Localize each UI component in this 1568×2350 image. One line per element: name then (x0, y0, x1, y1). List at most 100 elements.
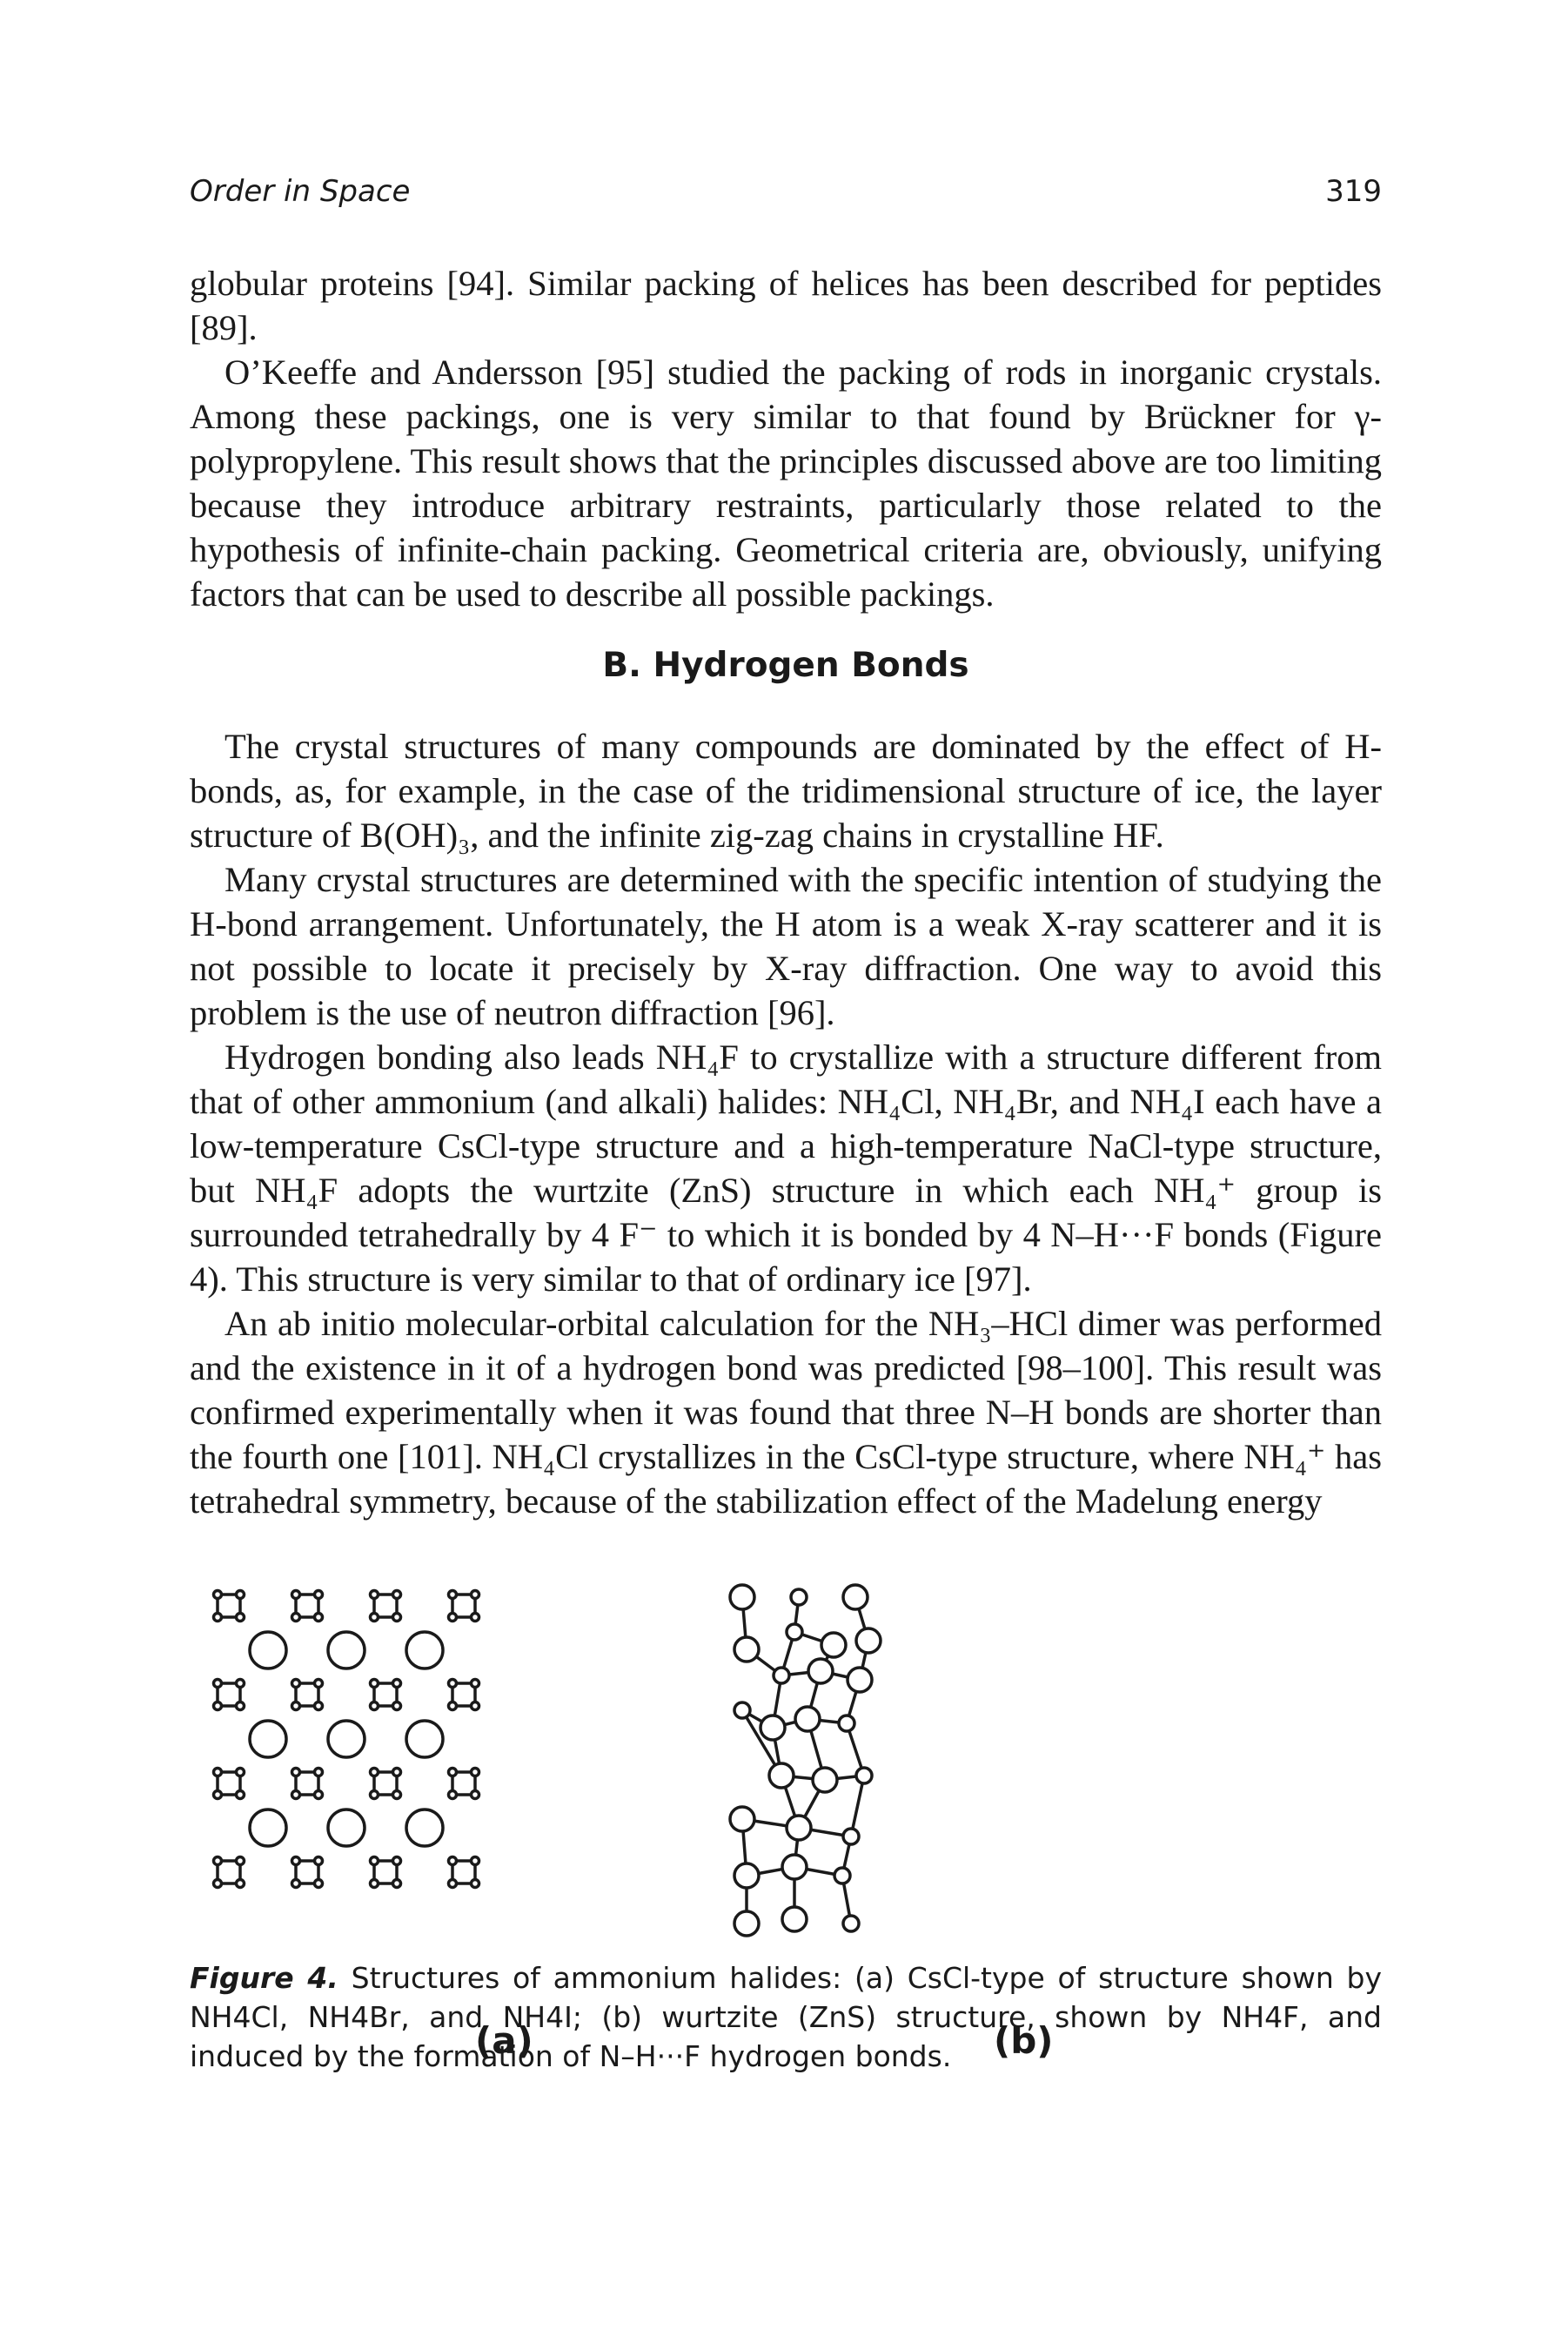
hydrogen-atom (234, 1677, 246, 1689)
fluoride-ion (781, 1905, 808, 1933)
hydrogen-atom (368, 1611, 380, 1623)
ammonium-node (841, 1914, 861, 1933)
hydrogen-atom (234, 1855, 246, 1867)
fluoride-ion (728, 1583, 756, 1611)
caption-text: Structures of ammonium halides: (a) CsCl… (190, 1961, 1382, 2073)
hydrogen-atom (234, 1611, 246, 1623)
hydrogen-atom (234, 1877, 246, 1890)
page-number: 319 (1325, 174, 1382, 209)
hydrogen-atom (469, 1877, 481, 1890)
halide-ion (248, 1808, 288, 1848)
hydrogen-atom (234, 1789, 246, 1801)
paragraph-ab-initio: An ab initio molecular-orbital calculati… (190, 1304, 1382, 1521)
hydrogen-atom (211, 1766, 224, 1778)
caption-figure-number: Figure 4. (190, 1961, 338, 1995)
hydrogen-atom (211, 1855, 224, 1867)
hydrogen-atom (312, 1611, 325, 1623)
hydrogen-atom (446, 1855, 459, 1867)
hydrogen-atom (234, 1700, 246, 1712)
section-heading: B. Hydrogen Bonds (602, 646, 969, 685)
hydrogen-atom (312, 1855, 325, 1867)
fluoride-ion (811, 1766, 839, 1794)
fluoride-ion (759, 1714, 787, 1742)
hydrogen-atom (391, 1855, 403, 1867)
running-title: Order in Space (190, 174, 411, 209)
hydrogen-atom (211, 1588, 224, 1601)
fluoride-ion (820, 1631, 848, 1659)
ammonium-node (733, 1701, 752, 1720)
hydrogen-atom (312, 1588, 325, 1601)
hydrogen-atom (368, 1855, 380, 1867)
ammonium-node (854, 1766, 874, 1785)
hydrogen-atom (446, 1588, 459, 1601)
hydrogen-atom (368, 1766, 380, 1778)
paragraph-packing-helices: globular proteins [94]. Similar packing … (190, 264, 1382, 347)
hydrogen-atom (368, 1588, 380, 1601)
panel-a-cscl-structure (211, 1588, 481, 1890)
hydrogen-atom (391, 1700, 403, 1712)
hydrogen-atom (312, 1700, 325, 1712)
hydrogen-atom (312, 1877, 325, 1890)
ammonium-node (837, 1714, 856, 1733)
ammonium-node (772, 1666, 791, 1685)
fluoride-ion (854, 1627, 882, 1655)
figure-caption: Figure 4. Structures of ammonium halides… (190, 1958, 1382, 2076)
hydrogen-atom (290, 1700, 302, 1712)
halide-ion (248, 1719, 288, 1759)
hydrogen-atom (391, 1766, 403, 1778)
halide-ion (326, 1630, 366, 1670)
hydrogen-atom (446, 1766, 459, 1778)
hydrogen-atom (469, 1677, 481, 1689)
paragraph-okeeffe: O’Keeffe and Andersson [95] studied the … (190, 352, 1382, 614)
hydrogen-atom (469, 1700, 481, 1712)
fluoride-ion (767, 1762, 795, 1789)
hydrogen-atom (290, 1611, 302, 1623)
halide-ion (405, 1808, 445, 1848)
ammonium-node (841, 1827, 861, 1846)
hydrogen-atom (469, 1855, 481, 1867)
hydrogen-atom (469, 1789, 481, 1801)
hydrogen-atom (290, 1766, 302, 1778)
figure-label-a: (a) (475, 2019, 533, 2062)
halide-ion (248, 1630, 288, 1670)
hbond-text-block: The crystal structures of many compounds… (190, 724, 1382, 1523)
hydrogen-atom (391, 1877, 403, 1890)
hydrogen-atom (368, 1677, 380, 1689)
intro-text-block: globular proteins [94]. Similar packing … (190, 261, 1382, 616)
hydrogen-atom (211, 1611, 224, 1623)
halide-ion (405, 1630, 445, 1670)
hydrogen-atom (211, 1677, 224, 1689)
hydrogen-atom (234, 1588, 246, 1601)
hydrogen-atom (234, 1766, 246, 1778)
hydrogen-atom (391, 1588, 403, 1601)
fluoride-ion (728, 1805, 756, 1833)
hydrogen-atom (446, 1677, 459, 1689)
hydrogen-atom (211, 1700, 224, 1712)
hydrogen-atom (469, 1588, 481, 1601)
figure-4-drawing (211, 1583, 882, 1937)
paragraph-neutron-diffraction: Many crystal structures are determined w… (190, 860, 1382, 1032)
hydrogen-atom (368, 1700, 380, 1712)
fluoride-ion (807, 1657, 834, 1685)
fluoride-ion (781, 1853, 808, 1881)
hydrogen-atom (211, 1877, 224, 1890)
hydrogen-atom (290, 1855, 302, 1867)
bond-line (849, 1775, 866, 1837)
hydrogen-atom (211, 1789, 224, 1801)
fluoride-ion (841, 1583, 869, 1611)
hydrogen-atom (290, 1789, 302, 1801)
ammonium-node (785, 1622, 804, 1642)
halide-ion (326, 1719, 366, 1759)
halide-ion (405, 1719, 445, 1759)
hydrogen-atom (290, 1677, 302, 1689)
hydrogen-atom (312, 1766, 325, 1778)
hydrogen-atom (312, 1677, 325, 1689)
hydrogen-atom (469, 1611, 481, 1623)
hydrogen-atom (368, 1877, 380, 1890)
ammonium-node (833, 1866, 852, 1885)
paragraph-nh4f: Hydrogen bonding also leads NH₄F to crys… (190, 1037, 1382, 1299)
running-header: Order in Space 319 (190, 174, 1382, 218)
panel-b-wurtzite-structure (728, 1583, 882, 1937)
fluoride-ion (733, 1635, 761, 1663)
